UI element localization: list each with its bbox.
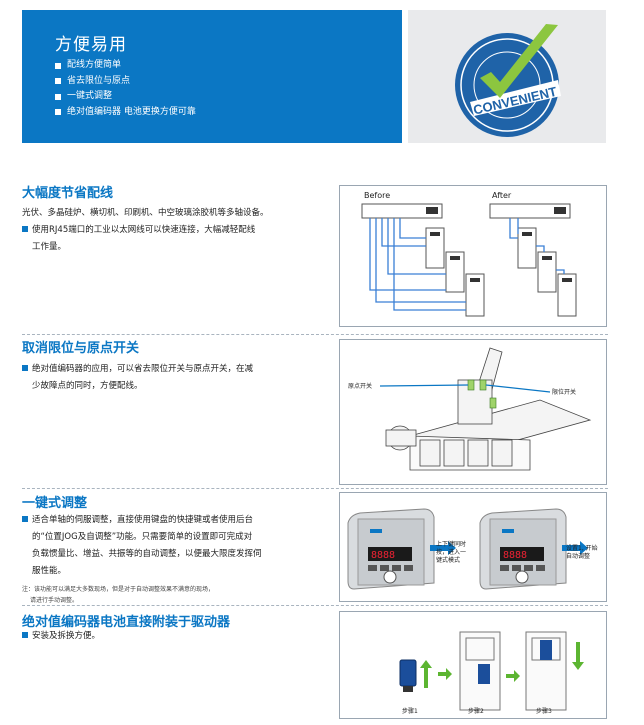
banner-item: 一键式调整 [55,89,196,105]
limit-switch-diagram: 原点开关 限位开关 [339,339,607,485]
step-2-label: 步骤2 [468,708,484,715]
machine-drawing [379,347,592,471]
section-title-tuning: 一键式调整 [22,496,88,511]
section-text-wiring: 光伏、多晶硅炉、横切机、印刷机、中空玻璃涂胶机等多轴设备。 使用RJ45端口的工… [22,205,322,256]
text-line: 适合单轴的伺服调整，直接使用键盘的快捷键或者使用后台 [32,515,254,525]
wiring-diagram: Before After [339,185,607,327]
text-line: 光伏、多晶硅炉、横切机、印刷机、中空玻璃涂胶机等多轴设备。 [22,208,269,218]
limit-switch-label: 限位开关 [552,389,577,396]
square-bullet-icon [55,78,61,85]
text-line: 的“位置JOG及自调整”功能。只需要简单的设置即可完成对 [32,532,253,542]
text-line: 工作量。 [32,242,67,252]
section-divider [22,334,608,335]
section-text-battery: 安装及拆换方便。 [22,628,322,645]
section-title-battery: 绝对值编码器电池直接附装于驱动器 [22,615,231,630]
text-line: 安装及拆换方便。 [32,631,101,641]
banner-feature-list: 配线方便简单 省去限位与原点 一键式调整 绝对值编码器 电池更换方便可靠 [55,58,196,120]
battery-install-drawing [399,631,584,711]
square-bullet-icon [55,93,61,100]
square-bullet-icon [55,62,61,69]
square-bullet-icon [22,365,28,371]
banner-item: 省去限位与原点 [55,74,196,90]
banner-item: 绝对值编码器 电池更换方便可靠 [55,105,196,121]
convenient-badge-panel: CONVENIENT [408,10,606,143]
banner-item: 配线方便简单 [55,58,196,74]
square-bullet-icon [55,109,61,116]
section-title-wiring: 大幅度节省配线 [22,186,114,201]
text-line: 绝对值编码器的应用，可以省去限位开关与原点开关，在减 [32,364,254,374]
section-text-limit: 绝对值编码器的应用，可以省去限位开关与原点开关，在减 少故障点的同时，方便配线。 [22,361,322,395]
convenient-badge-icon: CONVENIENT [455,24,561,137]
tuning-diagram: 8888 8888 上下键同时按，进入一键式模式 设置1, 开始自动调整 [339,492,607,602]
origin-switch-label: 原点开关 [348,383,373,390]
square-bullet-icon [22,516,28,522]
text-line: 服性能。 [32,566,67,576]
section-title-limit: 取消限位与原点开关 [22,341,140,356]
one-key-step-label: 上下键同时按，进入一键式模式 [436,541,467,564]
step-3-label: 步骤3 [536,708,552,715]
section-divider [22,488,608,489]
section-divider [22,605,608,606]
square-bullet-icon [22,226,28,232]
auto-tune-step-label: 设置1, 开始自动调整 [566,545,598,560]
after-label: After [492,191,512,200]
drive-panel-drawing: 8888 8888 [347,508,588,590]
text-line: 少故障点的同时，方便配线。 [32,381,143,391]
text-line: 使用RJ45端口的工业以太网线可以快速连接，大幅减轻配线 [32,225,256,235]
tuning-note: 注：该功能可以满足大多数现场，但是对于自动调整效果不满意的现场， 请进行手动调整… [22,586,215,604]
step-1-label: 步骤1 [402,708,418,715]
banner-title: 方便易用 [55,35,127,55]
feature-banner: 方便易用 配线方便简单 省去限位与原点 一键式调整 绝对值编码器 电池更换方便可… [22,10,402,143]
svg-text:8888: 8888 [371,550,395,561]
square-bullet-icon [22,632,28,638]
before-label: Before [364,191,391,200]
text-line: 负载惯量比、增益、共振等的自动调整，以便最大限度发挥伺 [32,549,262,559]
section-text-tuning: 适合单轴的伺服调整，直接使用键盘的快捷键或者使用后台 的“位置JOG及自调整”功… [22,512,332,606]
wiring-drawing [361,203,577,317]
battery-diagram: 步骤1 步骤2 步骤3 [339,611,607,719]
svg-text:8888: 8888 [503,550,527,561]
